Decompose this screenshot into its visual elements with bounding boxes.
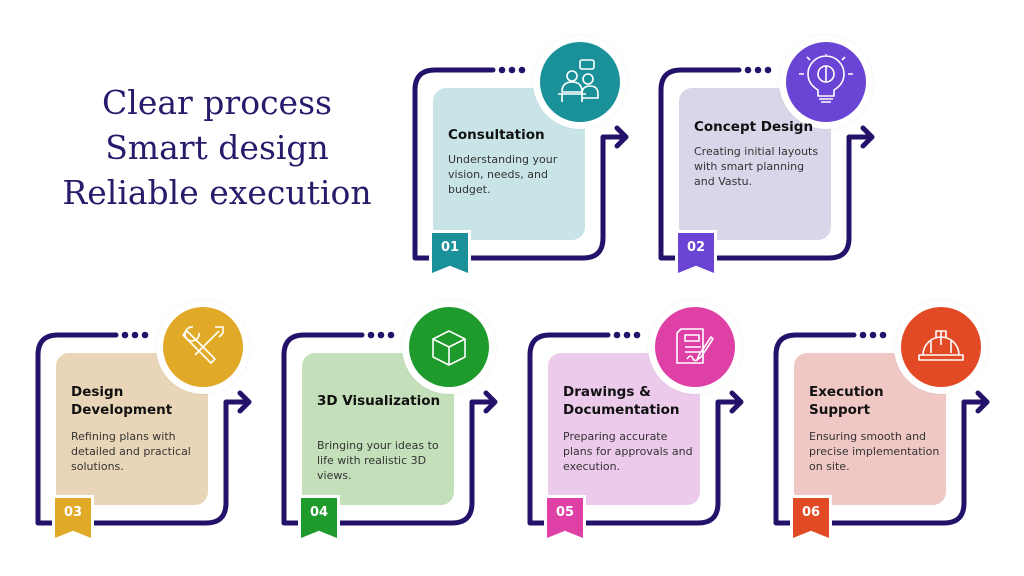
cube-icon [409,307,489,387]
lightbulb-brain-icon [786,42,866,122]
step-number-badge: 03 [52,495,94,543]
step-card-01: Consultation Understanding your vision, … [412,35,655,300]
flow-arrow-outline [527,331,744,526]
step-description: Bringing your ideas to life with realist… [317,439,439,482]
step-number-badge: 05 [544,495,586,543]
icon-ring [648,300,742,394]
flow-arrow-outline [412,66,629,261]
step-number: 05 [547,498,583,538]
dots-icon [498,66,526,74]
step-title: 3D Visualization [317,393,441,409]
icon-ring [779,35,873,129]
consultation-icon [540,42,620,122]
step-card-02: Concept Design Creating initial layouts … [658,35,901,300]
icon-ring [156,300,250,394]
tools-icon [163,307,243,387]
step-description: Ensuring smooth and precise implementati… [809,430,940,473]
step-number-badge: 01 [429,230,471,278]
icon-ring [894,300,988,394]
step-number: 03 [55,498,91,538]
flow-arrow-outline [658,66,875,261]
step-description: Refining plans with detailed and practic… [71,430,191,473]
step-title: Design Development [71,384,173,418]
step-number: 02 [678,233,714,273]
dots-icon [744,66,772,74]
step-card-06: Execution Support Ensuring smooth and pr… [773,300,1016,565]
dots-icon [859,331,887,339]
step-description: Preparing accurate plans for approvals a… [563,430,693,473]
headline: Clear process Smart design Reliable exec… [52,80,382,215]
step-number: 04 [301,498,337,538]
step-number-badge: 02 [675,230,717,278]
step-number-badge: 06 [790,495,832,543]
step-title: Consultation [448,127,545,143]
step-title: Drawings & Documentation [563,384,680,418]
icon-ring [402,300,496,394]
step-card-04: 3D Visualization Bringing your ideas to … [281,300,524,565]
step-description: Understanding your vision, needs, and bu… [448,153,558,196]
flow-arrow-outline [281,331,498,526]
dots-icon [613,331,641,339]
headline-line-2: Smart design [105,128,329,167]
step-card-05: Drawings & Documentation Preparing accur… [527,300,770,565]
headline-line-1: Clear process [102,83,332,122]
flow-arrow-outline [35,331,252,526]
dots-icon [367,331,395,339]
document-sign-icon [655,307,735,387]
step-number-badge: 04 [298,495,340,543]
step-card-03: Design Development Refining plans with d… [35,300,278,565]
dots-icon [121,331,149,339]
icon-ring [533,35,627,129]
flow-arrow-outline [773,331,990,526]
step-title: Concept Design [694,119,814,135]
headline-line-3: Reliable execution [62,173,372,212]
step-description: Creating initial layouts with smart plan… [694,145,819,188]
hard-hat-icon [901,307,981,387]
step-title: Execution Support [809,384,884,418]
step-number: 06 [793,498,829,538]
step-number: 01 [432,233,468,273]
